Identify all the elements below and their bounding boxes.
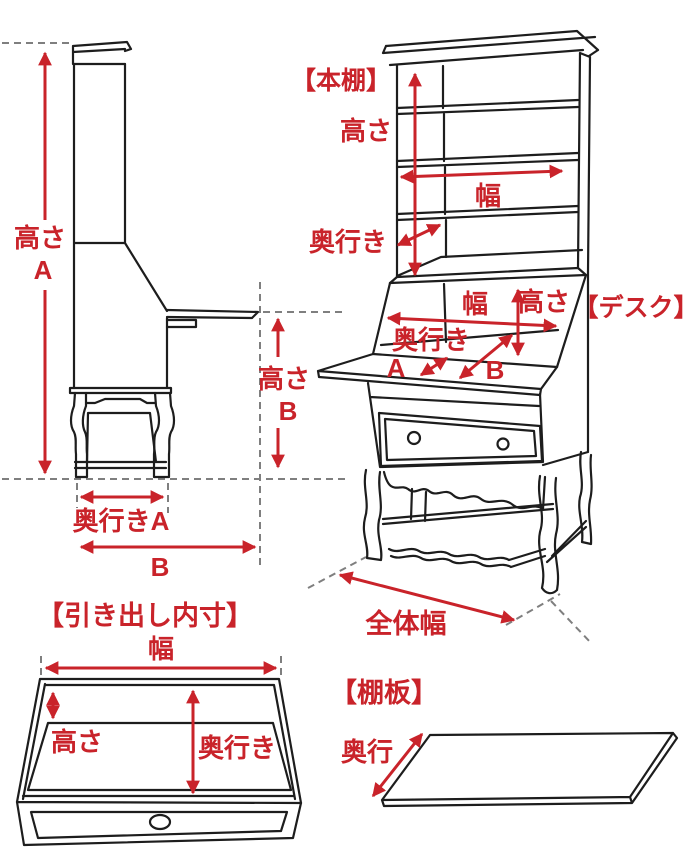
label-side-height-suffix: A [34, 255, 53, 285]
drawer-inner-floor [26, 721, 293, 792]
sideview-apron-stretcher [73, 397, 168, 470]
measurement-arrows [38, 51, 564, 798]
furniture-line-art [15, 29, 679, 847]
label-overall-width: 全体幅 [365, 608, 447, 639]
arrow-shelf-depth [371, 732, 424, 798]
base-front-right-leg [537, 474, 560, 595]
sideview-lower-body [68, 316, 173, 395]
label-drawer-width: 幅 [148, 634, 174, 664]
label-shelf-depth: 奥行 [341, 737, 393, 767]
label-side-desk-height: 高さ [258, 364, 310, 394]
dash-overall-width-right [505, 593, 561, 626]
sideview-open-flap [165, 308, 260, 329]
drawer-front-panel [15, 794, 303, 847]
arrow-overall-width [338, 571, 516, 624]
label-desk-depth-a: A [387, 353, 406, 383]
title-desk: 【デスク】 [573, 293, 690, 322]
title-bookshelf: 【本棚】 [291, 67, 391, 95]
sideview-cornice [71, 40, 133, 66]
sideview-back-leg [69, 391, 89, 479]
dash-overall-width-ext [550, 600, 593, 645]
bookshelf-carcass [395, 51, 592, 279]
bookshelf-bottom [388, 248, 588, 285]
arrow-bookshelf-width [399, 164, 564, 184]
desk-body [366, 381, 545, 469]
shelf-board [380, 731, 679, 808]
label-bookshelf-height: 高さ [340, 116, 392, 146]
label-side-depth-b: B [151, 552, 170, 582]
desk-open-flap [316, 352, 559, 397]
desk-drawer-front [377, 411, 544, 468]
label-bookshelf-depth: 奥行き [309, 227, 387, 257]
drawer-oval-knob [148, 813, 172, 831]
label-bookshelf-width: 幅 [475, 181, 501, 211]
arrow-bookshelf-depth [396, 223, 442, 247]
label-side-depth-a: 奥行きA [73, 506, 170, 536]
base-back-right-leg [578, 450, 593, 546]
bureau-cornice [381, 29, 600, 67]
base-rail [381, 502, 555, 526]
label-side-desk-height-suffix: B [279, 396, 298, 426]
label-desk-width: 幅 [462, 289, 488, 319]
label-desk-height: 高さ [518, 287, 570, 317]
drawer-knob-right [496, 437, 510, 451]
base-carved-apron [382, 470, 547, 511]
base-front-left-leg [362, 468, 383, 562]
drawer-knob-left [406, 430, 422, 446]
measurement-labels: 高さ A 奥行きA B 高さ B 【本棚】 高さ 幅 奥行き 幅 高さ 【デスク… [14, 67, 690, 767]
label-drawer-depth: 奥行き [198, 733, 276, 763]
drawer-rim [15, 677, 303, 805]
base-carved-stretcher [387, 547, 547, 569]
dash-overall-width-left [307, 556, 367, 589]
label-desk-depth: 奥行き [392, 325, 470, 355]
arrow-desk-depth-b [458, 333, 514, 380]
bookshelf-back-seam [441, 64, 448, 259]
label-drawer-height: 高さ [51, 727, 103, 757]
title-drawer: 【引き出し内寸】 [37, 601, 253, 631]
label-desk-depth-b: B [486, 355, 505, 385]
sideview-upper-cabinet [72, 62, 169, 390]
reference-dashed-lines [2, 42, 593, 678]
arrow-desk-depth-a [419, 356, 449, 377]
base-side-brace [545, 519, 588, 564]
bookshelf-shelves [395, 98, 580, 222]
arrow-desk-width [386, 311, 558, 333]
title-shelf-board: 【棚板】 [330, 678, 438, 708]
sideview-front-leg [152, 391, 176, 479]
label-side-height: 高さ [14, 223, 66, 253]
